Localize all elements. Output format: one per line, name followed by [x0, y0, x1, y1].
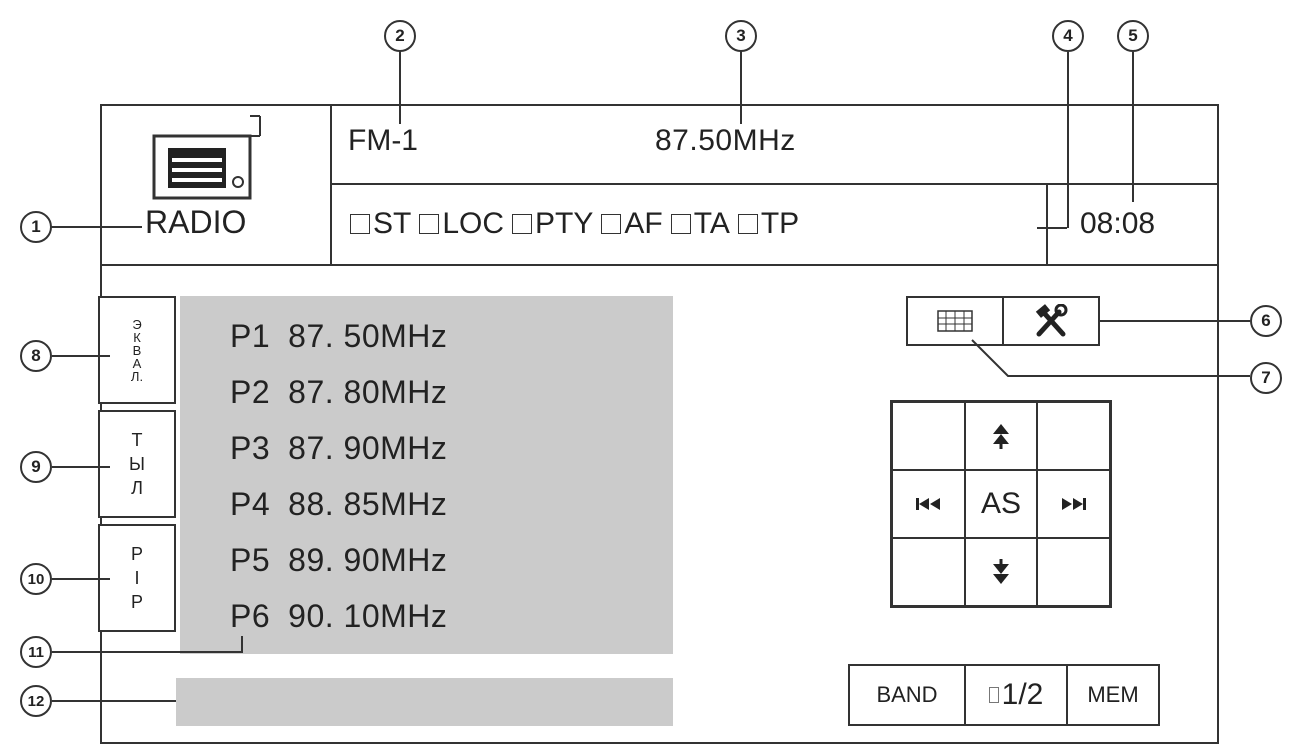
- current-frequency: 87.50MHz: [655, 124, 796, 157]
- leader-11: [52, 636, 252, 656]
- settings-button[interactable]: [1004, 298, 1098, 344]
- leader-1: [50, 226, 142, 228]
- leader-4-tail: [1037, 227, 1067, 229]
- callout-7: 7: [1250, 362, 1282, 394]
- clock-divider: [1046, 183, 1048, 266]
- callout-6: 6: [1250, 305, 1282, 337]
- callout-5: 5: [1117, 20, 1149, 52]
- checkbox-icon: [419, 214, 440, 234]
- clock: 08:08: [1080, 207, 1156, 240]
- flag-loc: LOC: [419, 207, 504, 241]
- leader-3: [740, 50, 742, 124]
- leader-4: [1067, 52, 1069, 228]
- checkbox-icon: [512, 214, 533, 234]
- eq-button[interactable]: Э К В А Л.: [98, 296, 176, 404]
- leader-6: [1100, 320, 1250, 322]
- next-icon: [1061, 498, 1086, 510]
- rds-text-bar: [176, 678, 673, 726]
- tools-icon: [1035, 304, 1068, 337]
- flag-st: ST: [350, 207, 411, 241]
- flag-af: AF: [601, 207, 663, 241]
- seek-up-button[interactable]: [964, 402, 1038, 470]
- callout-2: 2: [384, 20, 416, 52]
- nav-cell-empty: [892, 538, 965, 606]
- mem-button[interactable]: MEM: [1087, 682, 1139, 707]
- callout-11: 11: [20, 636, 52, 668]
- page-button[interactable]: 1/2: [966, 666, 1068, 724]
- flag-pty: PTY: [512, 207, 593, 241]
- band-label: FM-1: [348, 124, 418, 157]
- page-icon: [988, 687, 999, 703]
- auto-store-button[interactable]: AS: [964, 470, 1038, 538]
- preset-list: [180, 296, 673, 654]
- callout-4: 4: [1052, 20, 1084, 52]
- leader-5: [1132, 52, 1134, 202]
- icon-bar: [906, 296, 1100, 346]
- up-icon: [992, 424, 1009, 449]
- nav-cell-empty: [892, 402, 965, 470]
- callout-9: 9: [20, 451, 52, 483]
- checkbox-icon: [350, 214, 370, 234]
- pip-button[interactable]: P I P: [98, 524, 176, 632]
- leader-7: [960, 336, 1260, 386]
- source-label: RADIO: [145, 204, 247, 240]
- nav-cell-empty: [1037, 402, 1110, 470]
- callout-12: 12: [20, 685, 52, 717]
- callout-3: 3: [725, 20, 757, 52]
- leader-9: [52, 466, 110, 468]
- prev-icon: [916, 498, 941, 510]
- header-divider-left: [330, 104, 332, 266]
- leader-12: [52, 700, 176, 702]
- callout-1: 1: [20, 211, 52, 243]
- next-button[interactable]: [1037, 470, 1110, 538]
- callout-10: 10: [20, 563, 52, 595]
- nav-cell-empty: [1037, 538, 1110, 606]
- grid-icon: [937, 310, 973, 332]
- bottom-bar: BAND 1/2 MEM: [848, 664, 1160, 726]
- down-icon: [992, 559, 1009, 584]
- flag-tp: TP: [737, 207, 799, 241]
- leader-8: [52, 355, 110, 357]
- leader-2: [399, 50, 401, 124]
- tuning-pad: AS: [890, 400, 1112, 608]
- band-button[interactable]: BAND: [850, 666, 966, 724]
- prev-button[interactable]: [892, 470, 965, 538]
- radio-icon: [150, 112, 270, 202]
- header-divider-bottom: [100, 264, 1219, 266]
- callout-8: 8: [20, 340, 52, 372]
- checkbox-icon: [670, 214, 691, 234]
- leader-10: [52, 578, 110, 580]
- rear-button[interactable]: Т Ы Л: [98, 410, 176, 518]
- flag-ta: TA: [670, 207, 730, 241]
- grid-button[interactable]: [908, 298, 1004, 344]
- checkbox-icon: [737, 214, 758, 234]
- header-divider-mid: [330, 183, 1219, 185]
- status-flags: ST LOC PTY AF TA TP: [350, 207, 799, 241]
- checkbox-icon: [601, 214, 622, 234]
- seek-down-button[interactable]: [964, 538, 1038, 606]
